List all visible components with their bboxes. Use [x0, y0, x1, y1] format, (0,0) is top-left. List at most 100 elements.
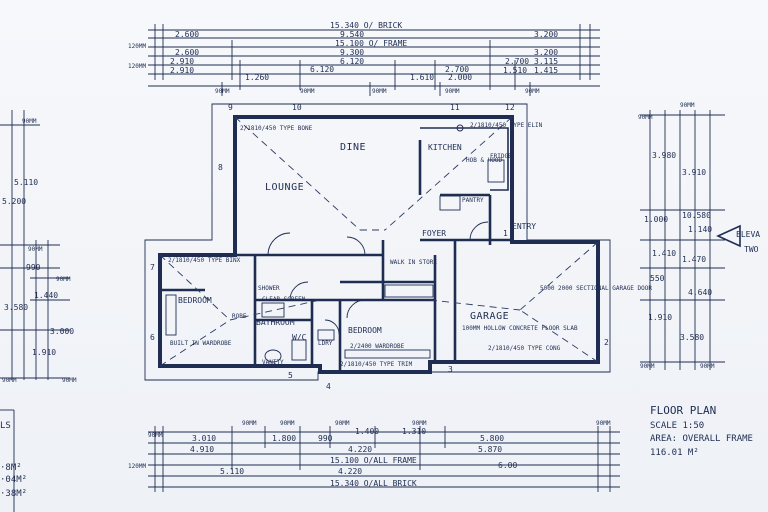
- grid-num-4: 4: [326, 382, 331, 391]
- note-garage-door: 5000 2000 SECTIONAL GARAGE DOOR: [540, 285, 652, 292]
- top-dim-row6-6: 1.510: [503, 66, 527, 75]
- note-garage-window: 2/1810/450 TYPE CONG: [488, 345, 561, 352]
- top-dim-row1: 15.340 O/ BRICK: [330, 21, 402, 30]
- grid-num-11: 11: [450, 103, 460, 112]
- top-dim-row3: 15.100 O/ FRAME: [335, 39, 407, 48]
- note-built-in: BUILT IN WARDROBE: [170, 340, 232, 347]
- top-marker-2: 90MM: [372, 88, 387, 95]
- title-area: AREA: OVERALL FRAME: [650, 434, 753, 444]
- top-dim-row2-mid: 9.540: [340, 30, 364, 39]
- bedroom1-wardrobe: [165, 294, 177, 336]
- bottom-marker-2: 90MM: [280, 420, 295, 427]
- bottom-row4-mid: 4.220: [338, 467, 362, 476]
- top-dim-row6-2: 6.120: [310, 65, 334, 74]
- note-hob: HOB & HOOD: [466, 157, 503, 164]
- left-dim-v1: 5.110: [14, 178, 38, 187]
- elevation-number: TWO: [744, 245, 759, 254]
- bottom-row1-2: 990: [318, 434, 333, 443]
- room-wc: W/C: [292, 333, 307, 342]
- note-shower-screen: CLEAR SCREEN: [262, 296, 306, 303]
- right-dim-v11: 10.580: [682, 211, 711, 220]
- left-dim-v8: 90MM: [28, 246, 43, 253]
- roof-hip-lines: [159, 116, 599, 367]
- top-side-tag-2: 120MM: [128, 63, 146, 70]
- bottom-side-tag: 120MM: [128, 463, 146, 470]
- bottom-row3: 15.100 O/ALL FRAME: [330, 456, 417, 465]
- walkin-shelving: [384, 284, 434, 298]
- bottom-row4-left: 5.110: [220, 467, 244, 476]
- left-dim-v7: 1.910: [32, 348, 56, 357]
- top-marker-1: 90MM: [300, 88, 315, 95]
- top-dim-row5-3: 3.115: [534, 57, 558, 66]
- wc-cistern: [317, 329, 335, 341]
- room-foyer: FOYER: [422, 229, 446, 238]
- right-dimension-strings: [640, 110, 725, 370]
- top-dim-row2-right: 3.200: [534, 30, 558, 39]
- left-dim-v9: 90MM: [56, 276, 71, 283]
- note-garage-floor: 100MM HOLLOW CONCRETE FLOOR SLAB: [462, 325, 578, 332]
- bottom-dimension-strings: [148, 426, 620, 492]
- room-laundry: LDRY: [318, 340, 333, 347]
- grid-num-2: 2: [604, 338, 609, 347]
- grid-num-5: 5: [288, 371, 293, 380]
- room-garage: GARAGE: [470, 311, 509, 322]
- left-dim-v11: 90MM: [62, 377, 77, 384]
- top-dim-row6-0: 2.910: [170, 66, 194, 75]
- left-area-1: LS: [0, 421, 11, 431]
- left-dim-v2: 5.200: [2, 197, 26, 206]
- bottom-row1-4: 1.310: [402, 427, 426, 436]
- bottom-marker-0: 90MM: [148, 432, 163, 439]
- note-window-kitchen: 2/1810/450 TYPE ELIN: [470, 122, 543, 129]
- title-area-value: 116.01 M²: [650, 448, 699, 458]
- note-fridge: FRIDGE: [490, 153, 512, 160]
- left-dim-v6: 3.000: [50, 327, 74, 336]
- door-swings: [267, 221, 489, 335]
- shower-base: [261, 302, 285, 318]
- bottom-row2-0: 4.910: [190, 445, 214, 454]
- note-wardrobe: 2/2400 WARDROBE: [350, 343, 405, 350]
- room-dine: DINE: [340, 142, 366, 153]
- room-lounge: LOUNGE: [265, 182, 304, 193]
- left-dim-v3: 990: [26, 263, 41, 272]
- left-dimension-strings: [0, 110, 70, 380]
- room-bedroom2: BEDROOM: [348, 326, 382, 335]
- bottom-row1-5: 5.800: [480, 434, 504, 443]
- top-side-tag: 120MM: [128, 43, 146, 50]
- note-robe: ROBE: [232, 313, 247, 320]
- right-dim-v3: 1.000: [644, 215, 668, 224]
- right-dim-v2: 3.910: [682, 168, 706, 177]
- right-dim-v4: 1.140: [688, 225, 712, 234]
- top-dim-row6-1: 1.260: [245, 73, 269, 82]
- grid-num-3: 3: [448, 365, 453, 374]
- right-dim-v9: 1.910: [648, 313, 672, 322]
- internal-walls: [160, 140, 512, 372]
- sink-icon: [456, 124, 464, 132]
- room-pantry: PANTRY: [462, 197, 484, 204]
- bottom-marker-5: 90MM: [596, 420, 611, 427]
- top-dim-row6-3: 1.610: [410, 73, 434, 82]
- basin-icon: [264, 349, 282, 363]
- left-area-3: ·04M²: [0, 475, 27, 485]
- note-window-bed: 2/1810/450 TYPE BINX: [168, 257, 241, 264]
- grid-num-9: 9: [228, 103, 233, 112]
- left-dim-v4: 1.440: [34, 291, 58, 300]
- top-marker-3: 90MM: [445, 88, 460, 95]
- kitchen-bench: [420, 127, 509, 191]
- grid-num-8: 8: [218, 163, 223, 172]
- right-dim-v14: 90MM: [700, 363, 715, 370]
- bedroom2-wardrobe: [344, 349, 431, 359]
- pantry-box: [439, 195, 461, 211]
- bottom-row4-right: 6.00: [498, 461, 517, 470]
- room-bathroom: BATHROOM: [256, 318, 295, 327]
- grid-num-10: 10: [292, 103, 302, 112]
- left-dim-top: 90MM: [22, 118, 37, 125]
- top-dim-row5-2: 2.700: [505, 57, 529, 66]
- grid-num-12: 12: [505, 103, 515, 112]
- bottom-row2-2: 5.870: [478, 445, 502, 454]
- right-dim-v1: 3.980: [652, 151, 676, 160]
- toilet-icon: [291, 339, 307, 361]
- grid-num-7: 7: [150, 263, 155, 272]
- grid-num-6: 6: [150, 333, 155, 342]
- note-vanity: VANITY: [262, 359, 284, 366]
